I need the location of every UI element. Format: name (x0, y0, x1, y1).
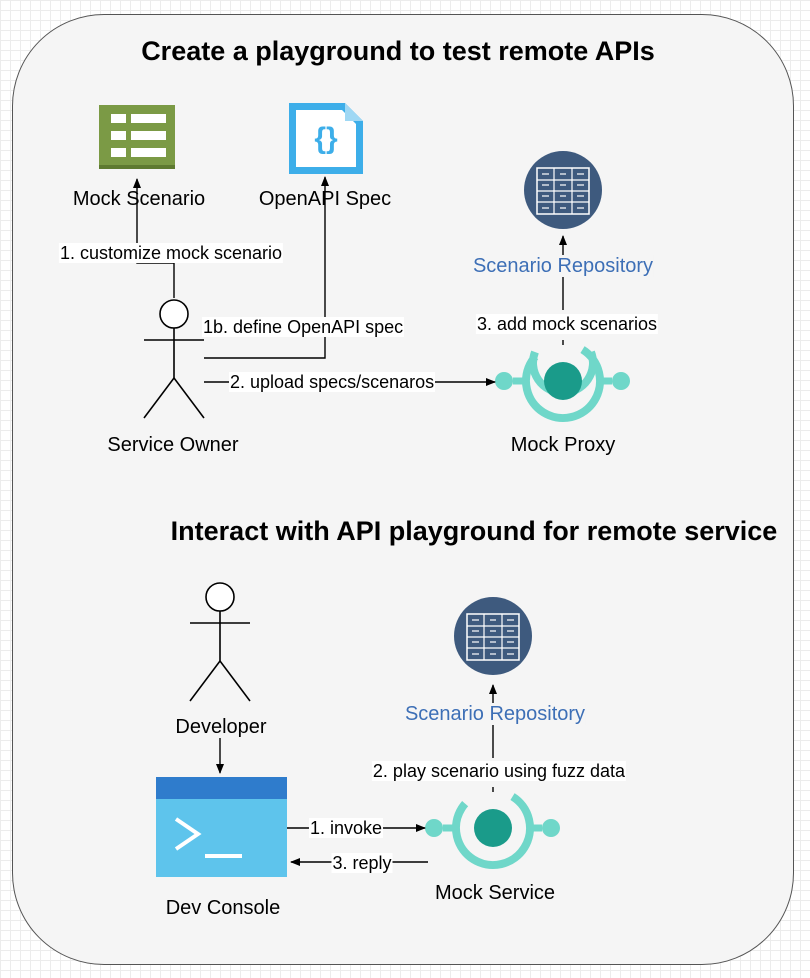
node-label-service-owner: Service Owner (107, 434, 239, 456)
section-title-interact-playground: Interact with API playground for remote … (170, 516, 778, 546)
section-title-create-playground: Create a playground to test remote APIs (141, 36, 655, 66)
edge-label-upload-specs: 2. upload specs/scenaros (229, 372, 436, 392)
service-hub-icon (495, 339, 630, 422)
diagram-container (12, 14, 794, 965)
node-label-mock-proxy: Mock Proxy (510, 434, 616, 456)
node-label-dev-console: Dev Console (165, 897, 281, 919)
list-icon (99, 105, 175, 169)
edge-label-customize-scenario: 1. customize mock scenario (58, 243, 284, 263)
terminal-window-icon (156, 777, 287, 877)
node-label-openapi-spec: OpenAPI Spec (258, 188, 392, 210)
stick-figure-icon (143, 299, 205, 419)
service-hub-icon (425, 787, 560, 869)
edge-label-reply: 3. reply (331, 853, 393, 873)
node-label-scenario-repository: Scenario Repository (471, 255, 655, 277)
svg-text:{}: {} (314, 122, 338, 155)
node-label-scenario-repository-2: Scenario Repository (403, 703, 587, 725)
edge-label-define-openapi-spec: 1b. define OpenAPI spec (202, 317, 405, 337)
edge-label-invoke: 1. invoke (308, 818, 384, 838)
database-table-icon (454, 597, 532, 675)
edge-label-play-scenario: 2. play scenario using fuzz data (371, 761, 627, 781)
stick-figure-icon (189, 582, 251, 702)
node-label-mock-service: Mock Service (434, 882, 556, 904)
database-table-icon (524, 151, 602, 229)
node-label-mock-scenario: Mock Scenario (72, 188, 206, 210)
json-document-icon: {} (289, 103, 363, 174)
node-label-developer: Developer (175, 716, 267, 738)
edge-label-add-mock-scenarios: 3. add mock scenarios (475, 314, 659, 334)
